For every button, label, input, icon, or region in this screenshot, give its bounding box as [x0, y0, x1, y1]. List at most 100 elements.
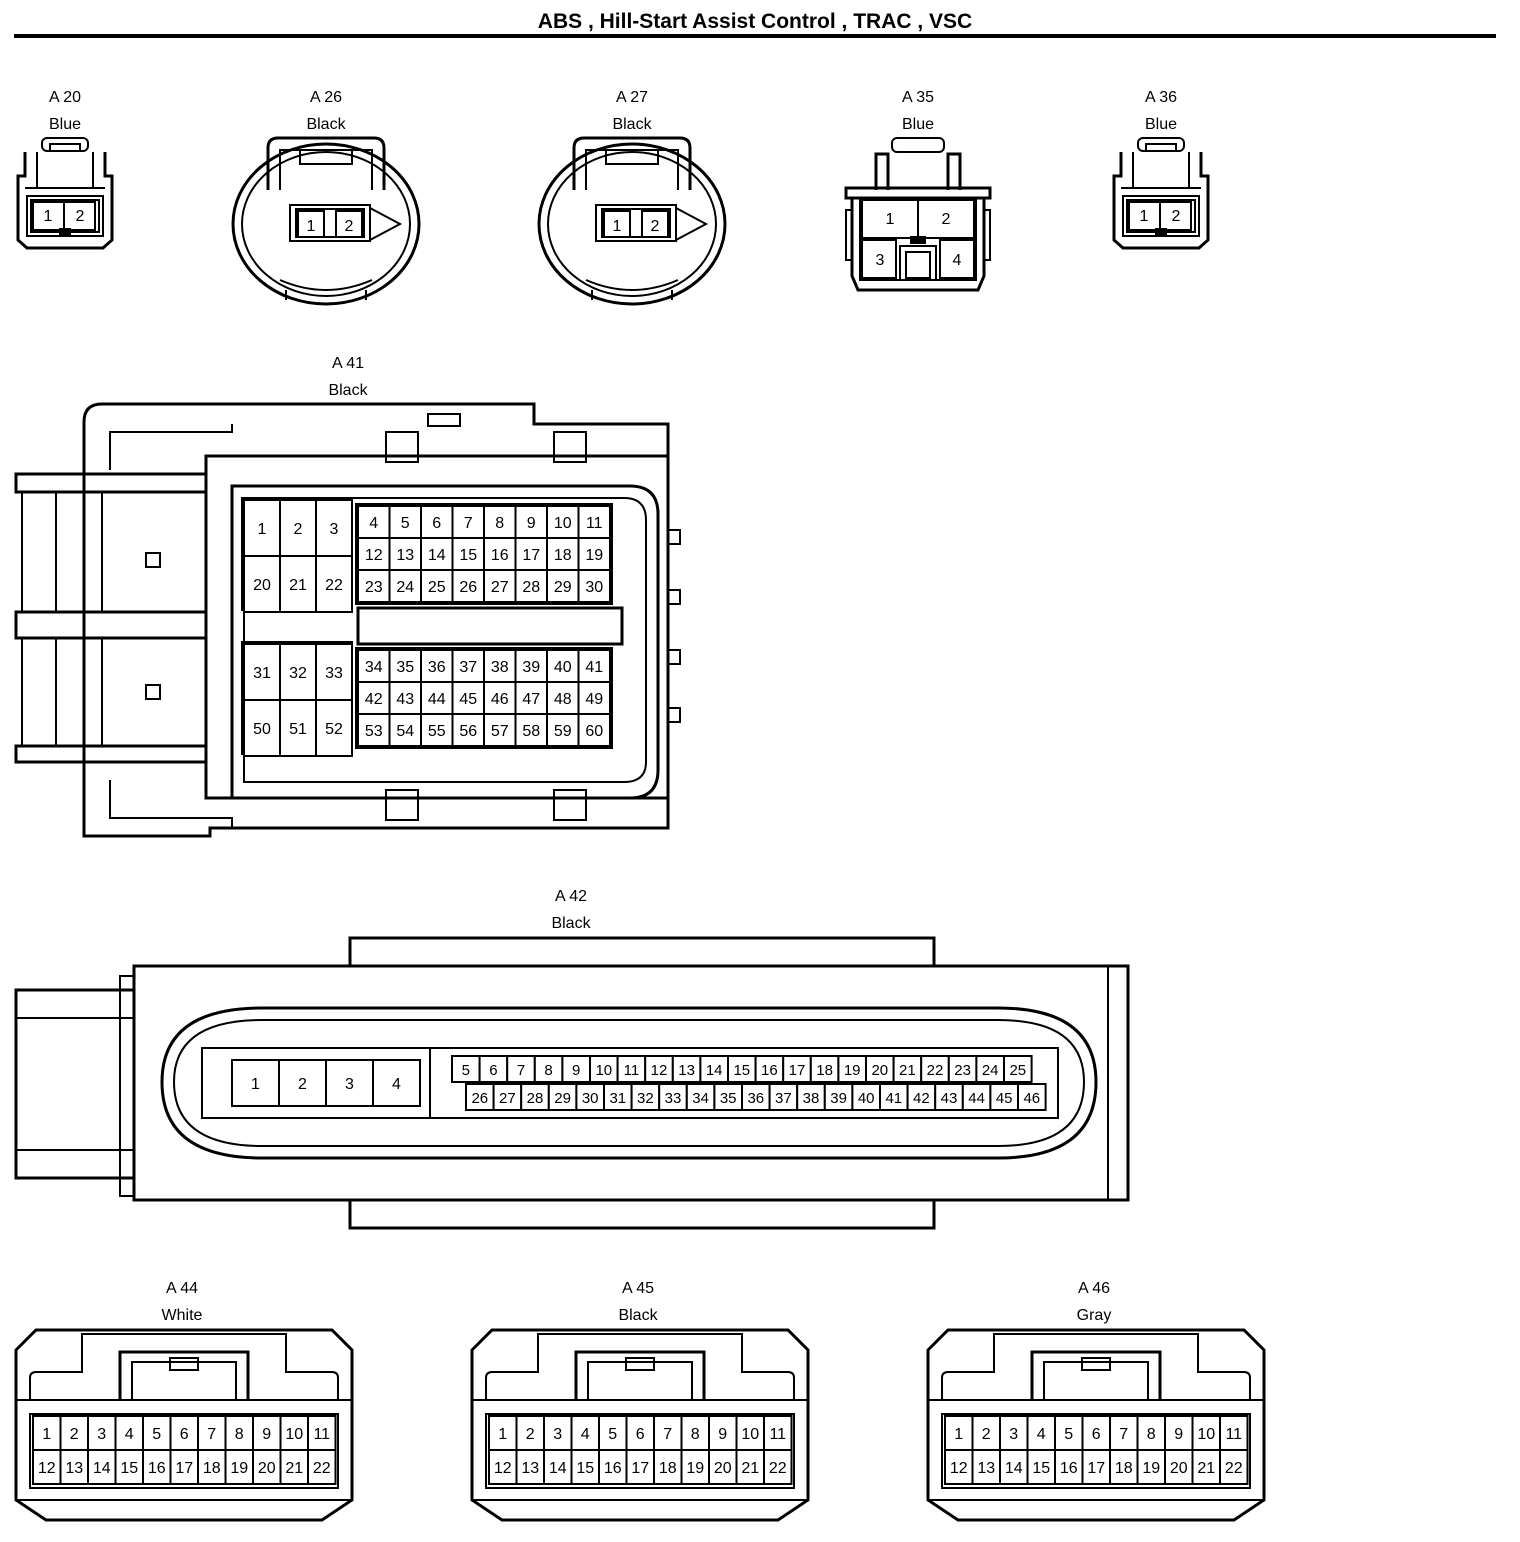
- pin-label: 17: [631, 1460, 649, 1477]
- pin-label: 55: [428, 723, 446, 740]
- pin-label: 5: [462, 1062, 470, 1079]
- pin-label: 9: [262, 1426, 271, 1443]
- pin-label: 20: [258, 1460, 276, 1477]
- pin-label: 46: [491, 691, 509, 708]
- pin-label: 12: [950, 1460, 968, 1477]
- pin-cell: [947, 1055, 978, 1083]
- pin-label: 35: [720, 1090, 737, 1107]
- pin-label: 21: [899, 1062, 916, 1079]
- connector-id: A 41: [332, 355, 364, 372]
- pin-label: 19: [230, 1460, 248, 1477]
- pin-cell: [1159, 201, 1192, 231]
- pin-label: 14: [1005, 1460, 1023, 1477]
- pin-label: 15: [120, 1460, 138, 1477]
- connector-a20-body: [16, 137, 114, 250]
- pin-label: 5: [152, 1426, 161, 1443]
- pin-cell: [861, 239, 897, 279]
- pin-label: 7: [1119, 1426, 1128, 1443]
- connector-a41-body: [14, 402, 681, 838]
- pin-label: 21: [741, 1460, 759, 1477]
- pin-label: 4: [369, 515, 378, 532]
- pin-cell: [735, 1449, 765, 1485]
- pin-label: 22: [927, 1062, 944, 1079]
- pin-label: 13: [521, 1460, 539, 1477]
- connector-color: Black: [612, 116, 652, 133]
- pin-cell: [451, 1055, 481, 1083]
- pin-label: 8: [235, 1426, 244, 1443]
- pin-label: 38: [491, 659, 509, 676]
- pin-label: 8: [1147, 1426, 1156, 1443]
- pin-label: 10: [595, 1062, 612, 1079]
- pin-label: 2: [298, 1076, 307, 1093]
- pin-cell: [142, 1415, 172, 1451]
- pin-cell: [1136, 1449, 1166, 1485]
- pin-label: 3: [330, 521, 339, 538]
- connector-id: A 36: [1145, 89, 1177, 106]
- connector-id: A 35: [902, 89, 934, 106]
- pin-label: 56: [459, 723, 477, 740]
- pin-label: 7: [207, 1426, 216, 1443]
- pin-cell: [598, 1449, 628, 1485]
- pin-label: 22: [1225, 1460, 1243, 1477]
- pin-cell: [754, 1055, 785, 1083]
- pin-cell: [483, 713, 517, 747]
- pin-cell: [616, 1055, 647, 1083]
- pin-label: 8: [495, 515, 504, 532]
- pin-label: 26: [471, 1090, 488, 1107]
- connector-color: Gray: [1077, 1307, 1112, 1324]
- connector-a42-body: [14, 936, 1130, 1230]
- pin-cell: [357, 569, 391, 603]
- pin-cell: [506, 1055, 536, 1083]
- pin-label: 3: [553, 1426, 562, 1443]
- pin-cell: [577, 569, 611, 603]
- pin-cell: [547, 1083, 578, 1111]
- pin-cell: [451, 649, 485, 683]
- pin-cell: [315, 643, 353, 701]
- pin-label: 5: [401, 515, 410, 532]
- pin-label: 17: [175, 1460, 193, 1477]
- pin-cell: [823, 1083, 854, 1111]
- connector-a20: A 20 Blue 1 2: [16, 89, 114, 250]
- pin-label: 18: [1115, 1460, 1133, 1477]
- pin-label: 26: [459, 579, 477, 596]
- pin-label: 43: [941, 1090, 958, 1107]
- pin-label: 45: [459, 691, 477, 708]
- pin-label: 17: [1087, 1460, 1105, 1477]
- pin-cell: [252, 1449, 282, 1485]
- connector-id: A 45: [622, 1280, 654, 1297]
- pin-label: 21: [1197, 1460, 1215, 1477]
- pin-cell: [357, 713, 391, 747]
- connector-a36-body: [1112, 137, 1210, 250]
- pin-label: 3: [1009, 1426, 1018, 1443]
- pin-label: 1: [1140, 208, 1149, 225]
- pin-label: 30: [585, 579, 603, 596]
- pin-label: 12: [38, 1460, 56, 1477]
- pin-cell: [231, 1059, 280, 1107]
- connector-color: Black: [306, 116, 346, 133]
- pin-cell: [388, 569, 422, 603]
- pin-label: 2: [76, 208, 85, 225]
- pin-cell: [543, 1449, 573, 1485]
- pin-label: 21: [285, 1460, 303, 1477]
- pin-label: 16: [491, 547, 509, 564]
- connector-id: A 27: [616, 89, 648, 106]
- pin-label: 20: [871, 1062, 888, 1079]
- pin-label: 57: [491, 723, 509, 740]
- pin-label: 18: [554, 547, 572, 564]
- pin-label: 4: [125, 1426, 134, 1443]
- pin-label: 22: [769, 1460, 787, 1477]
- pin-label: 16: [761, 1062, 778, 1079]
- pin-cell: [971, 1449, 1001, 1485]
- pin-label: 31: [253, 665, 271, 682]
- pin-label: 16: [604, 1460, 622, 1477]
- pin-label: 40: [858, 1090, 875, 1107]
- pin-cell: [641, 210, 669, 238]
- pin-cell: [279, 555, 317, 613]
- pin-cell: [708, 1449, 738, 1485]
- pin-label: 6: [1092, 1426, 1101, 1443]
- pin-label: 59: [554, 723, 572, 740]
